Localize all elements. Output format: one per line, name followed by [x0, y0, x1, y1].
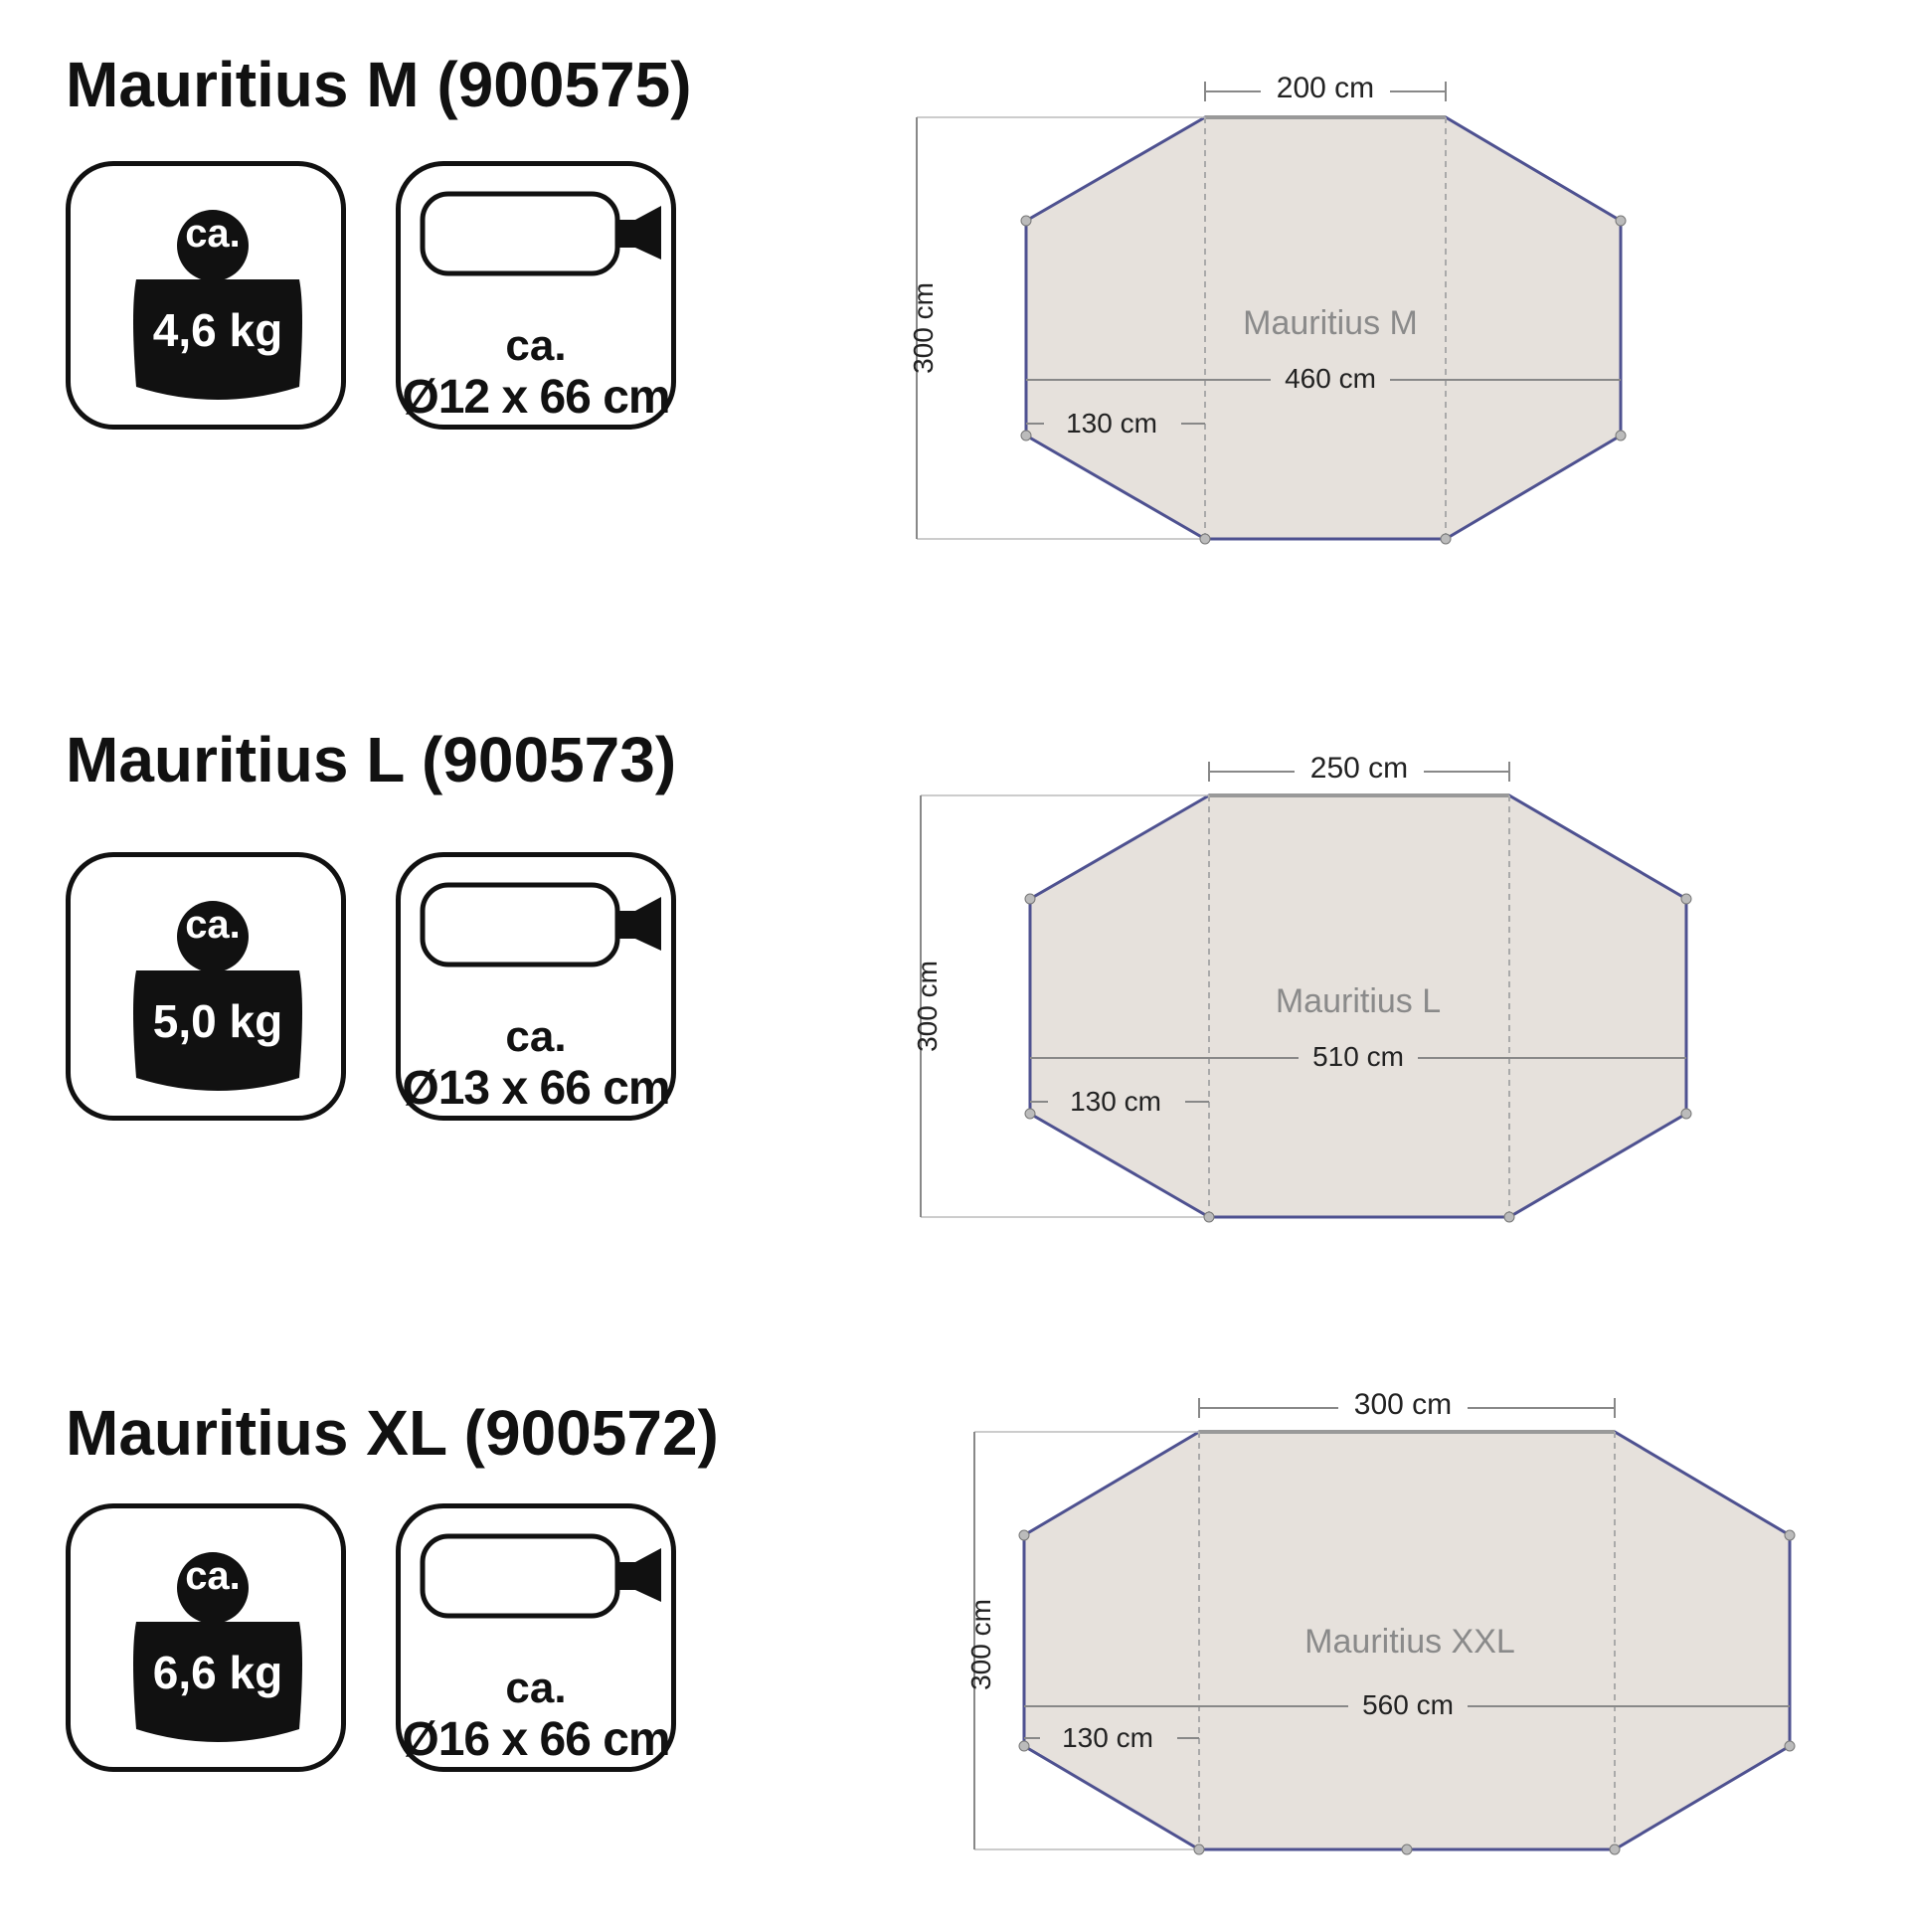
pack-bag-icon: [420, 882, 661, 967]
dim-depth: 300 cm: [912, 961, 943, 1052]
weight-box: ca. 5,0 kg: [66, 852, 346, 1121]
dim-top-width: 200 cm: [1277, 72, 1374, 104]
product-title: Mauritius L (900573): [66, 724, 677, 795]
pack-size: Ø16 x 66 cm: [402, 1713, 670, 1766]
weight-icon: [133, 210, 302, 400]
pack-size: Ø12 x 66 cm: [402, 371, 670, 424]
weight-icon: [133, 901, 302, 1091]
dim-total-width: 560 cm: [1362, 1689, 1454, 1720]
dim-total-width: 510 cm: [1312, 1041, 1404, 1072]
weight-prefix: ca.: [185, 212, 241, 256]
weight-prefix: ca.: [185, 1554, 241, 1598]
product-title: Mauritius XL (900572): [66, 1397, 719, 1469]
weight-prefix: ca.: [185, 903, 241, 947]
plan-name: Mauritius M: [1243, 304, 1418, 342]
pack-size: Ø13 x 66 cm: [402, 1062, 670, 1115]
dim-side: 130 cm: [1066, 408, 1157, 439]
dim-side: 130 cm: [1062, 1722, 1153, 1753]
plan-name: Mauritius XXL: [1304, 1623, 1515, 1661]
pack-prefix: ca.: [505, 1012, 567, 1061]
pack-box: ca. Ø12 x 66 cm: [396, 161, 676, 430]
pack-prefix: ca.: [505, 1664, 567, 1712]
dim-top-width: 300 cm: [1354, 1388, 1452, 1421]
pack-box: ca. Ø16 x 66 cm: [396, 1503, 676, 1772]
plan-name: Mauritius L: [1276, 982, 1441, 1020]
dim-total-width: 460 cm: [1285, 363, 1376, 394]
weight-value: 6,6 kg: [152, 1647, 283, 1698]
pack-box: ca. Ø13 x 66 cm: [396, 852, 676, 1121]
pack-prefix: ca.: [505, 321, 567, 370]
weight-icon: [133, 1552, 302, 1742]
dim-side: 130 cm: [1070, 1086, 1161, 1117]
dim-top-width: 250 cm: [1310, 752, 1408, 785]
product-title: Mauritius M (900575): [66, 49, 692, 120]
weight-value: 5,0 kg: [152, 995, 283, 1047]
floor-plan: 300 cm 300 cm Mauritius XXL 560 cm 130 c…: [965, 1388, 1796, 1855]
pack-bag-icon: [420, 1533, 661, 1619]
weight-box: ca. 6,6 kg: [66, 1503, 346, 1772]
dim-depth: 300 cm: [965, 1599, 996, 1690]
dim-depth: 300 cm: [908, 282, 939, 374]
floor-plan: 250 cm 300 cm Mauritius L 510 cm 130 cm: [912, 752, 1692, 1223]
weight-box: ca. 4,6 kg: [66, 161, 346, 430]
pack-bag-icon: [420, 191, 661, 276]
floor-plan: 200 cm 300 cm Mauritius M 460 cm 130 cm: [908, 72, 1627, 545]
weight-value: 4,6 kg: [152, 304, 283, 356]
